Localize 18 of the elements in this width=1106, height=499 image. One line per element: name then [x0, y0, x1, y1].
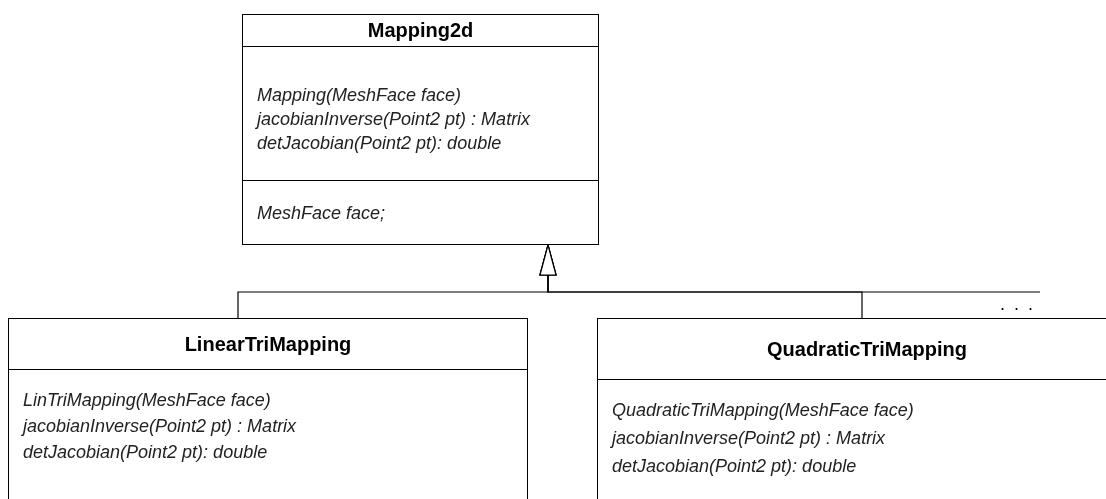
method-signature: jacobianInverse(Point2 pt) : Matrix — [257, 108, 531, 131]
method-signature: detJacobian(Point2 pt): double — [23, 441, 268, 464]
class-box — [597, 318, 1106, 499]
method-signature: jacobianInverse(Point2 pt) : Matrix — [612, 427, 886, 450]
method-signature: jacobianInverse(Point2 pt) : Matrix — [23, 415, 297, 438]
method-signature: LinTriMapping(MeshFace face) — [23, 389, 271, 412]
ellipsis-label: . . . — [1000, 294, 1035, 314]
class-name: LinearTriMapping — [184, 332, 352, 356]
inheritance-arrow — [539, 244, 1041, 293]
method-signature: QuadraticTriMapping(MeshFace face) — [612, 399, 914, 422]
method-signature: detJacobian(Point2 pt): double — [257, 132, 502, 155]
class-name: QuadraticTriMapping — [767, 337, 967, 361]
class-box — [8, 318, 528, 499]
method-signature: Mapping(MeshFace face) — [257, 84, 462, 107]
class-box — [242, 14, 599, 245]
method-signature: detJacobian(Point2 pt): double — [612, 455, 857, 478]
field-declaration: MeshFace face; — [257, 202, 386, 225]
class-name: Mapping2d — [367, 19, 474, 42]
